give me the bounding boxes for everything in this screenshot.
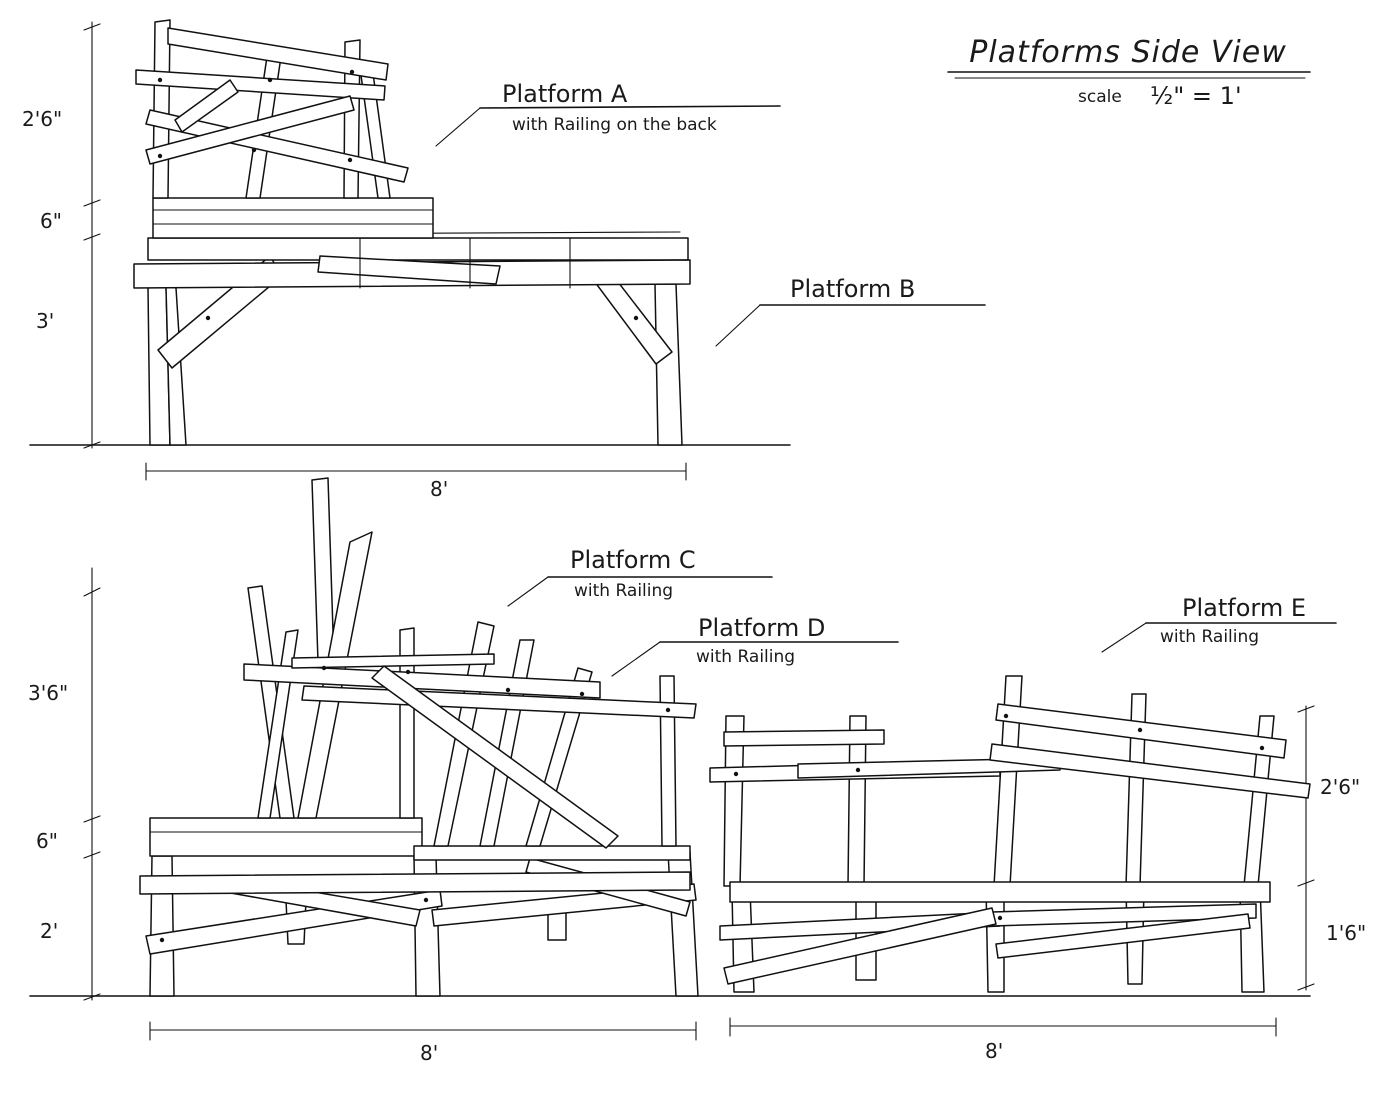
tick (83, 587, 101, 597)
brace (723, 907, 997, 985)
nail (505, 687, 511, 693)
scale-prefix: scale (1078, 87, 1122, 107)
deck-e (729, 881, 1271, 903)
dim-right-railing: 2'6" (1320, 775, 1360, 799)
label-platform-b: Platform B (790, 275, 915, 303)
nail (347, 157, 353, 163)
nail (633, 315, 639, 321)
dim-bottom-legs: 2' (40, 919, 58, 943)
nail (321, 665, 327, 671)
note-platform-c: with Railing (574, 581, 673, 601)
nail (157, 77, 163, 83)
platform-cd-drawing: 3'6" 6" 2' 8' (28, 477, 1311, 1065)
railing-rail (243, 663, 601, 699)
platform-e-drawing: 2'6" 1'6" 8' (709, 675, 1366, 1063)
label-platform-c: Platform C (570, 546, 696, 574)
leader-platform-e (1101, 622, 1147, 653)
nail (251, 147, 257, 153)
railing-brace (371, 665, 619, 849)
nail (405, 669, 411, 675)
nail (997, 915, 1003, 921)
railing-rail (989, 743, 1311, 799)
beam-patch (317, 255, 501, 285)
tick (83, 23, 101, 31)
scale-value: ½" = 1' (1150, 82, 1242, 110)
leg (654, 283, 683, 446)
dim-top-legs: 3' (36, 309, 54, 333)
dim-right-legs: 1'6" (1326, 921, 1366, 945)
tick (83, 993, 101, 1001)
leader-platform-a (435, 107, 481, 147)
dim-top-width: 8' (430, 477, 448, 501)
nail (665, 707, 671, 713)
label-platform-a: Platform A (502, 80, 628, 108)
tick (83, 851, 101, 859)
railing-brace (174, 79, 239, 133)
tick (83, 815, 101, 823)
dim-bottom-railing: 3'6" (28, 681, 68, 705)
brace (995, 913, 1251, 959)
platform-ab-drawing: 2'6" 6" 3' 8' (22, 19, 791, 501)
tick (1297, 705, 1315, 713)
tick (83, 233, 101, 241)
dim-bottom-width-left: 8' (420, 1041, 438, 1065)
nail (1003, 713, 1009, 719)
nail (205, 315, 211, 321)
leader-platform-c (507, 576, 549, 607)
label-underline (479, 105, 781, 109)
dim-top-deck: 6" (40, 209, 62, 233)
nail (157, 153, 163, 159)
railing-rail (723, 729, 885, 747)
railing-post (311, 477, 335, 663)
leader-platform-d (611, 641, 661, 677)
railing-rail (291, 653, 495, 669)
nail (1259, 745, 1265, 751)
dim-bottom-deck: 6" (36, 829, 58, 853)
nail (349, 69, 355, 75)
nail (855, 767, 861, 773)
railing-rail (145, 109, 409, 183)
tick (1297, 983, 1315, 991)
nail (579, 691, 585, 697)
tick (1297, 879, 1315, 887)
railing-rail (797, 757, 1061, 779)
tick (83, 199, 101, 207)
drawing-title: Platforms Side View (969, 35, 1286, 70)
nail (267, 77, 273, 83)
railing-rail (135, 69, 386, 101)
deck-c (149, 817, 423, 857)
label-platform-e: Platform E (1182, 594, 1306, 622)
label-platform-d: Platform D (698, 614, 825, 642)
railing-post (659, 675, 677, 847)
deck-b (147, 237, 689, 261)
note-platform-d: with Railing (696, 647, 795, 667)
tick (83, 441, 101, 449)
note-platform-a: with Railing on the back (512, 115, 717, 135)
railing-rail (167, 27, 389, 81)
nail (423, 897, 429, 903)
nail (159, 937, 165, 943)
deck-a (152, 197, 434, 239)
note-platform-e: with Railing (1160, 627, 1259, 647)
nail (733, 771, 739, 777)
beam (139, 871, 691, 895)
deck-d (413, 845, 691, 861)
leader-platform-b (715, 304, 761, 347)
railing-rail (145, 95, 355, 165)
dim-bottom-width-right: 8' (985, 1039, 1003, 1063)
nail (1137, 727, 1143, 733)
railing-post (152, 19, 171, 199)
dim-top-railing: 2'6" (22, 107, 62, 131)
